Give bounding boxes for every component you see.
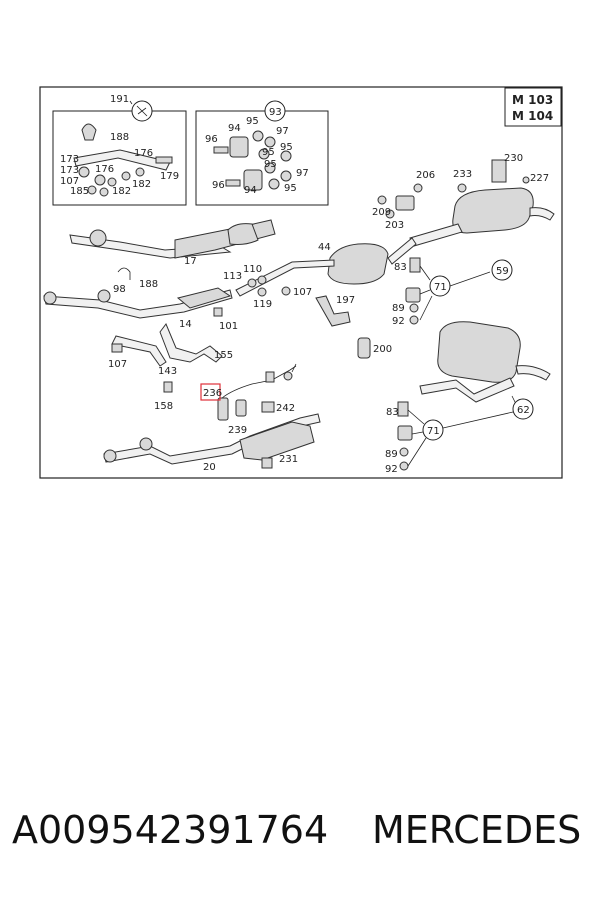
brand-name: MERCEDES: [372, 808, 582, 852]
callout-182a: 182: [132, 179, 151, 190]
callout-96b: 96: [212, 180, 225, 191]
callout-98: 98: [113, 284, 126, 295]
callout-110: 110: [243, 264, 262, 275]
callout-92a: 92: [392, 316, 405, 327]
callout-179: 179: [160, 171, 179, 182]
callout-94a: 94: [228, 123, 241, 134]
callout-107c: 107: [108, 359, 127, 370]
callout-188a: 188: [110, 132, 129, 143]
callout-71b-circle: [422, 419, 444, 441]
callout-14: 14: [179, 319, 192, 330]
callout-83a: 83: [394, 262, 407, 273]
footer: A009542391764 MERCEDES: [0, 800, 600, 870]
callout-71a: 71: [434, 282, 447, 293]
callout-97b: 97: [296, 168, 309, 179]
callout-182b: 182: [112, 186, 131, 197]
callout-71b: 71: [427, 426, 440, 437]
callout-236-highlight: [200, 383, 221, 401]
callout-188b: 188: [139, 279, 158, 290]
callout-206: 206: [416, 170, 435, 181]
callout-62: 62: [517, 405, 530, 416]
callout-209: 209: [372, 207, 391, 218]
callout-95a: 95: [246, 116, 259, 127]
callout-176a: 176: [134, 148, 153, 159]
callout-230: 230: [504, 153, 523, 164]
callout-97a: 97: [276, 126, 289, 137]
callout-44: 44: [318, 242, 331, 253]
callout-236: 236: [203, 388, 222, 399]
callout-59: 59: [496, 266, 509, 277]
kit-b-callout-circle: [264, 100, 286, 122]
callout-176b: 176: [95, 164, 114, 175]
callout-83b: 83: [386, 407, 399, 418]
engine-box: [504, 87, 562, 127]
callout-155: 155: [214, 350, 233, 361]
part-number: A009542391764: [12, 808, 329, 852]
callout-107b: 107: [293, 287, 312, 298]
callout-113: 113: [223, 271, 242, 282]
callout-62-circle: [512, 398, 534, 420]
callout-119: 119: [253, 299, 272, 310]
callout-95d: 95: [264, 159, 277, 170]
callout-239: 239: [228, 425, 247, 436]
callout-20: 20: [203, 462, 216, 473]
callout-185: 185: [70, 186, 89, 197]
callout-107a: 107: [60, 176, 79, 187]
callout-231: 231: [279, 454, 298, 465]
callout-92b: 92: [385, 464, 398, 475]
callout-143: 143: [158, 366, 177, 377]
callout-227: 227: [530, 173, 549, 184]
callout-95e: 95: [284, 183, 297, 194]
callout-17: 17: [184, 256, 197, 267]
callout-173b: 173: [60, 165, 79, 176]
engine-box-line2: M 104: [512, 109, 553, 123]
callout-203: 203: [385, 220, 404, 231]
callout-95b: 95: [262, 147, 275, 158]
callout-242: 242: [276, 403, 295, 414]
callout-89a: 89: [392, 303, 405, 314]
callout-197: 197: [336, 295, 355, 306]
callout-101: 101: [219, 321, 238, 332]
callout-158: 158: [154, 401, 173, 412]
callout-233: 233: [453, 169, 472, 180]
engine-box-line1: M 103: [512, 93, 553, 107]
callout-95c: 95: [280, 142, 293, 153]
kit-b-number: 93: [269, 107, 282, 118]
callout-200: 200: [373, 344, 392, 355]
callout-59-circle: [491, 259, 513, 281]
kit-a-number: 191: [110, 94, 129, 105]
callout-173a: 173: [60, 154, 79, 165]
callout-96a: 96: [205, 134, 218, 145]
exhaust-system-diagram: M 103 M 104 191 188 173 176 176 173 107 …: [39, 86, 563, 479]
callout-94b: 94: [244, 185, 257, 196]
callout-89b: 89: [385, 449, 398, 460]
